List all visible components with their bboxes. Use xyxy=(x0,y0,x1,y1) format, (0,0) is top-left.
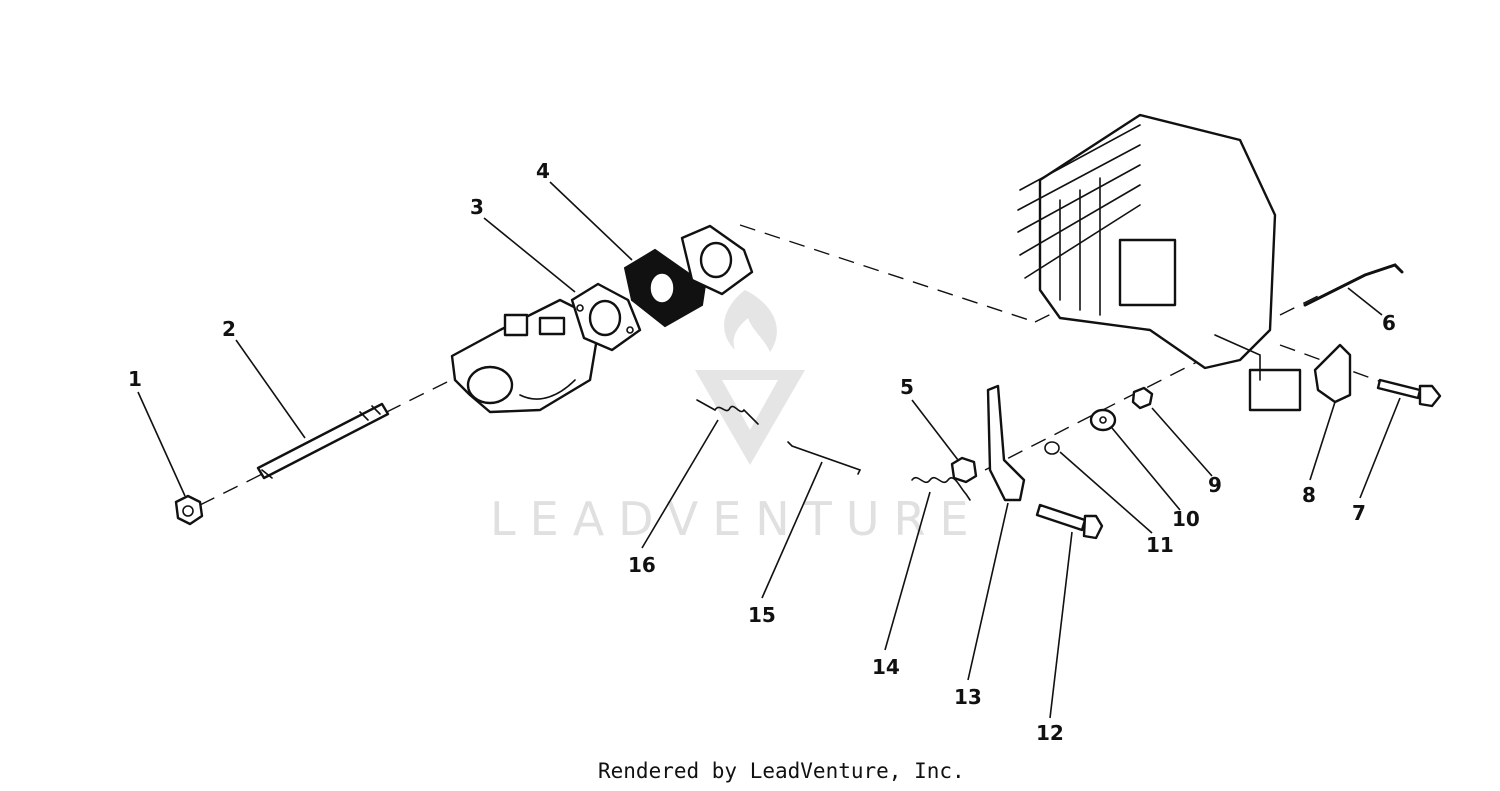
part-10-washer xyxy=(1089,408,1117,432)
part-2-stud xyxy=(256,402,390,480)
watermark-text: LEADVENTURE xyxy=(490,492,983,546)
callout-14[interactable]: 14 xyxy=(872,655,900,679)
engine-cylinder xyxy=(1017,113,1302,412)
part-7-bolt xyxy=(1376,378,1442,408)
callout-4[interactable]: 4 xyxy=(536,159,550,183)
part-14-spring xyxy=(911,476,971,501)
watermark-logo: LEADVENTURE xyxy=(490,290,983,546)
callout-15[interactable]: 15 xyxy=(748,603,776,627)
callout-13[interactable]: 13 xyxy=(954,685,982,709)
part-1-nut xyxy=(174,494,204,526)
callout-2[interactable]: 2 xyxy=(222,317,236,341)
callout-12[interactable]: 12 xyxy=(1036,721,1064,745)
part-16-spring xyxy=(696,399,759,425)
callout-3[interactable]: 3 xyxy=(470,195,484,219)
callout-9[interactable]: 9 xyxy=(1208,473,1222,497)
part-4-insulator xyxy=(623,248,707,328)
part-3-gasket xyxy=(570,282,642,352)
callout-11[interactable]: 11 xyxy=(1146,533,1174,557)
part-9-nut xyxy=(1131,386,1154,410)
gasket-engine-side xyxy=(680,224,754,296)
leader-lines xyxy=(137,181,1401,719)
callout-10[interactable]: 10 xyxy=(1172,507,1200,531)
callout-5[interactable]: 5 xyxy=(900,375,914,399)
part-11-ring xyxy=(1044,441,1060,455)
callout-numbers: 1 2 3 4 5 6 7 8 9 10 11 12 13 14 15 16 xyxy=(128,159,1396,745)
callout-8[interactable]: 8 xyxy=(1302,483,1316,507)
callout-7[interactable]: 7 xyxy=(1352,501,1366,525)
callout-16[interactable]: 16 xyxy=(628,553,656,577)
part-6-rod xyxy=(1303,263,1404,307)
part-12-bolt xyxy=(1035,503,1104,540)
part-15-wire xyxy=(787,441,862,475)
part-8-bracket xyxy=(1313,343,1352,404)
part-13-lever xyxy=(986,384,1026,502)
part-5-nut xyxy=(950,456,978,484)
footer-credit: Rendered by LeadVenture, Inc. xyxy=(598,759,965,783)
callout-1[interactable]: 1 xyxy=(128,367,142,391)
carburetor-body xyxy=(450,298,602,414)
callout-6[interactable]: 6 xyxy=(1382,311,1396,335)
